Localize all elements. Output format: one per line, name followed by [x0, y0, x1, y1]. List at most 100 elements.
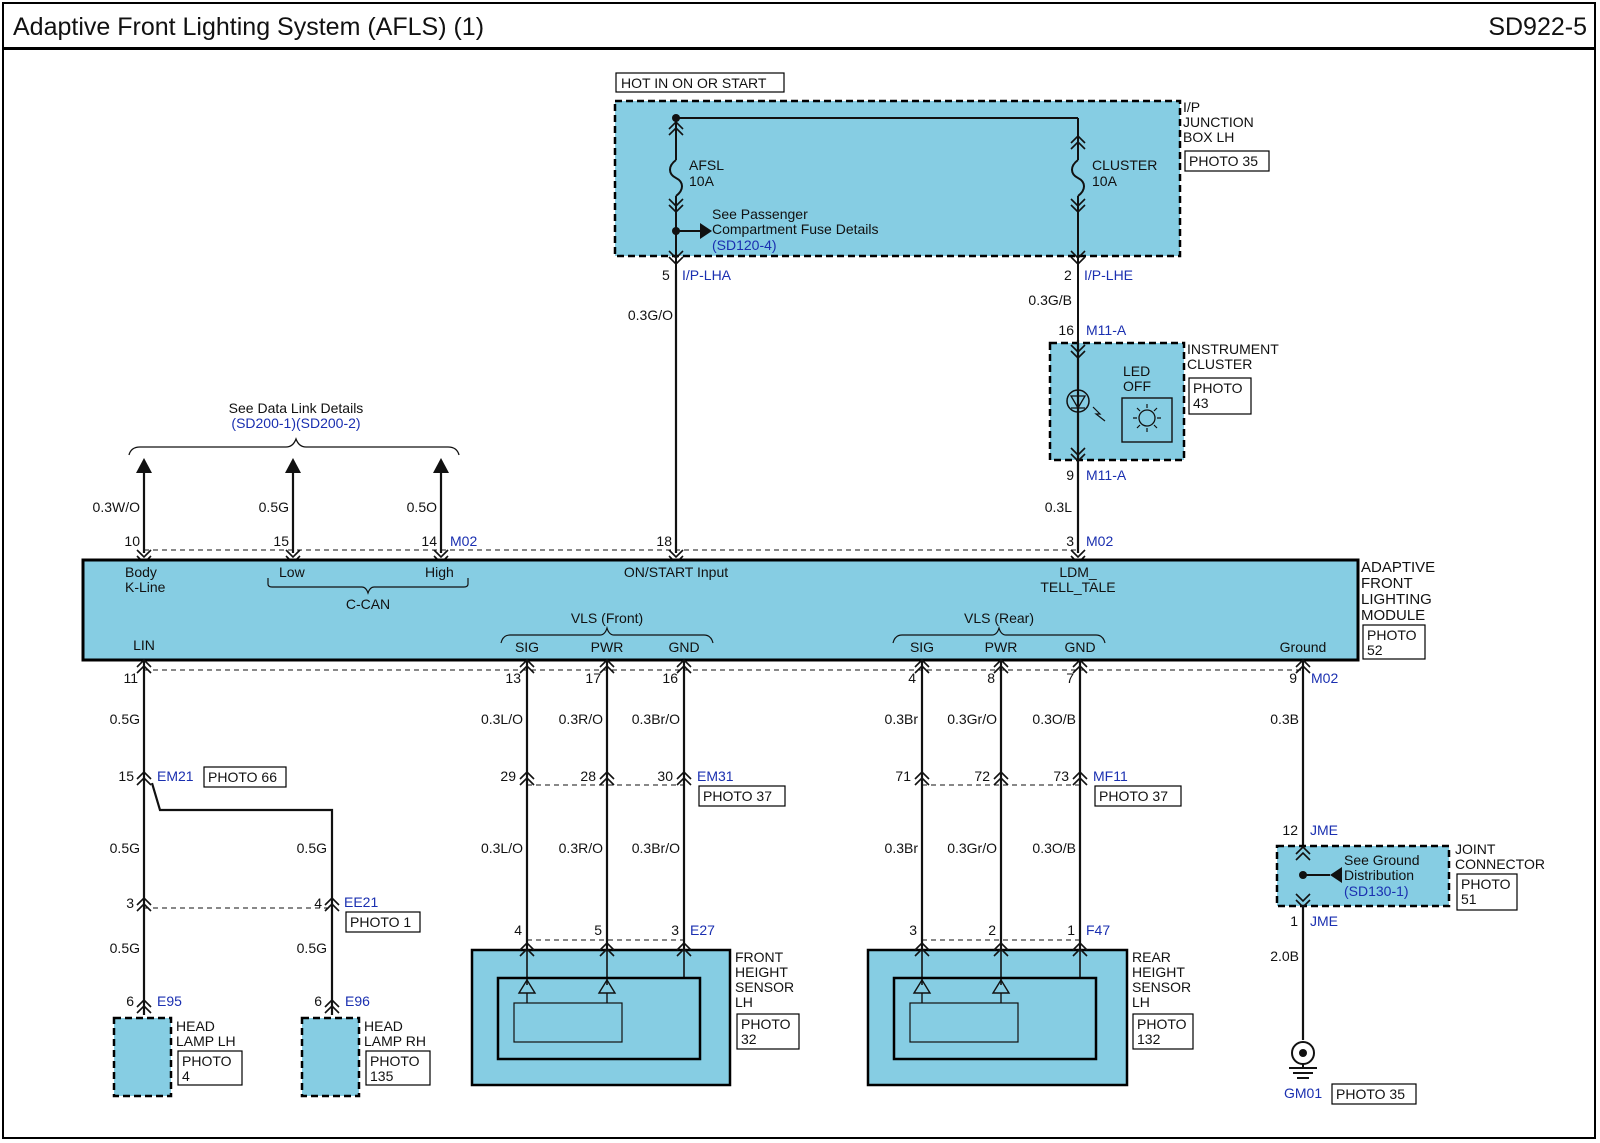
module-name-4: MODULE — [1361, 607, 1425, 624]
jme-pin-top: 12 — [1282, 822, 1298, 838]
lamp-lh-photo-1: PHOTO — [182, 1053, 232, 1069]
module-pin-3: 3 — [1066, 533, 1074, 549]
jb-pin-left: 5 — [662, 267, 670, 283]
gm01-conn: GM01 — [1284, 1085, 1322, 1101]
arrow-up-icon — [136, 458, 152, 473]
em21-photo: PHOTO 66 — [208, 769, 277, 785]
module-label-kline: K-Line — [125, 579, 166, 595]
jb-conn-right: I/P-LHE — [1084, 267, 1133, 283]
joint-photo-2: 51 — [1461, 891, 1477, 907]
mf11-photo: PHOTO 37 — [1099, 788, 1168, 804]
e27-pin-5: 5 — [594, 922, 602, 938]
power-label: HOT IN ON OR START — [621, 75, 767, 91]
ground-wire-2-label: 2.0B — [1270, 948, 1299, 964]
fuse-note-2: Compartment Fuse Details — [712, 221, 879, 237]
em31-pin-28: 28 — [580, 768, 596, 784]
mf11-pin-71: 71 — [895, 768, 911, 784]
wire-lamp-lh-label: 0.5G — [110, 940, 140, 956]
led-icon — [1066, 389, 1090, 413]
module-pin-18: 18 — [656, 533, 672, 549]
cluster-pin-top: 16 — [1058, 322, 1074, 338]
module-pin-15: 15 — [273, 533, 289, 549]
front-height-sensor — [470, 948, 732, 1087]
module-conn-top-2: M02 — [1086, 533, 1113, 549]
module-label-gnd-rear: GND — [1064, 639, 1095, 655]
junction-box-name-3: BOX LH — [1183, 129, 1234, 145]
rear-wire-top-3: 0.3O/B — [1032, 711, 1076, 727]
mf11-photo-box — [1094, 785, 1182, 807]
front-sensor-name-2: HEIGHT — [735, 964, 788, 980]
module-label-pwr-rear: PWR — [985, 639, 1018, 655]
lamp-rh-photo-1: PHOTO — [370, 1053, 420, 1069]
module-label-vls-front: VLS (Front) — [571, 610, 643, 626]
module-photo-1: PHOTO — [1367, 627, 1417, 643]
front-wire-top-1: 0.3L/O — [481, 711, 523, 727]
front-wire-bottom-2: 0.3R/O — [559, 840, 603, 856]
module-pin-16: 16 — [662, 670, 678, 686]
rear-sensor-name-2: HEIGHT — [1132, 964, 1185, 980]
rear-sensor-name-3: SENSOR — [1132, 979, 1191, 995]
mf11-conn: MF11 — [1093, 768, 1128, 784]
module-pin-7: 7 — [1066, 670, 1074, 686]
cluster-photo-2: 43 — [1193, 395, 1209, 411]
fuse-afsl-rating: 10A — [689, 173, 715, 189]
ground-note-2: Distribution — [1344, 867, 1414, 883]
lamp-rh-photo-box — [365, 1050, 431, 1086]
module-name-2: FRONT — [1361, 575, 1413, 592]
cluster-led-2: OFF — [1123, 378, 1151, 394]
fuse-note-1: See Passenger — [712, 206, 808, 222]
head-lamp-rh — [300, 1016, 361, 1098]
module-label-gnd-front: GND — [668, 639, 699, 655]
wire-lamp-rh-label: 0.5G — [297, 940, 327, 956]
junction-box-name-2: JUNCTION — [1183, 114, 1254, 130]
front-wire-bottom-1: 0.3L/O — [481, 840, 523, 856]
em31-photo: PHOTO 37 — [703, 788, 772, 804]
rear-wire-top-2: 0.3Gr/O — [947, 711, 997, 727]
cluster-name-2: CLUSTER — [1187, 356, 1252, 372]
module-label-ccan: C-CAN — [346, 596, 390, 612]
module-photo-box — [1362, 624, 1426, 660]
data-link-brace — [128, 437, 460, 456]
lamp-rh-photo-2: 135 — [370, 1068, 394, 1084]
module-pin-13: 13 — [505, 670, 521, 686]
rear-wire-top-1: 0.3Br — [885, 711, 919, 727]
e96-conn: E96 — [345, 993, 370, 1009]
e27-conn: E27 — [690, 922, 715, 938]
f47-pin-2: 2 — [988, 922, 996, 938]
module-name-3: LIGHTING — [1361, 591, 1432, 608]
module-label-on-start: ON/START Input — [624, 564, 728, 580]
front-sensor-photo-1: PHOTO — [741, 1016, 791, 1032]
jme-pin-bottom: 1 — [1290, 913, 1298, 929]
wire-on-start-label: 0.3G/O — [628, 307, 673, 323]
f47-pin-3: 3 — [909, 922, 917, 938]
cluster-photo-1: PHOTO — [1193, 380, 1243, 396]
ee21-pin-rh: 4 — [314, 895, 322, 911]
em21-pin: 15 — [118, 768, 134, 784]
module-label-ground: Ground — [1280, 639, 1327, 655]
lamp-lh-name-1: HEAD — [176, 1018, 215, 1034]
lamp-lh-photo-2: 4 — [182, 1068, 190, 1084]
front-wire-bottom-3: 0.3Br/O — [632, 840, 680, 856]
junction-box-photo: PHOTO 35 — [1189, 153, 1258, 169]
lamp-lh-photo-box — [177, 1050, 243, 1086]
ee21-photo: PHOTO 1 — [350, 914, 411, 930]
e95-pin: 6 — [126, 993, 134, 1009]
module-pin-8: 8 — [987, 670, 995, 686]
arrow-right-icon — [700, 223, 712, 239]
module-pin-9: 9 — [1289, 670, 1297, 686]
module-pin-4: 4 — [908, 670, 916, 686]
module-name-1: ADAPTIVE — [1361, 559, 1435, 576]
rear-height-sensor — [866, 948, 1129, 1087]
em31-conn: EM31 — [697, 768, 734, 784]
fuse-cluster-name: CLUSTER — [1092, 157, 1157, 173]
e27-pin-4: 4 — [514, 922, 522, 938]
cluster-name-1: INSTRUMENT — [1187, 341, 1279, 357]
ee21-conn: EE21 — [344, 894, 378, 910]
arrow-up-icon — [285, 458, 301, 473]
jb-conn-left: I/P-LHA — [682, 267, 732, 283]
em21-conn: EM21 — [157, 768, 194, 784]
rear-sensor-photo-2: 132 — [1137, 1031, 1161, 1047]
module-label-sig-rear: SIG — [910, 639, 934, 655]
